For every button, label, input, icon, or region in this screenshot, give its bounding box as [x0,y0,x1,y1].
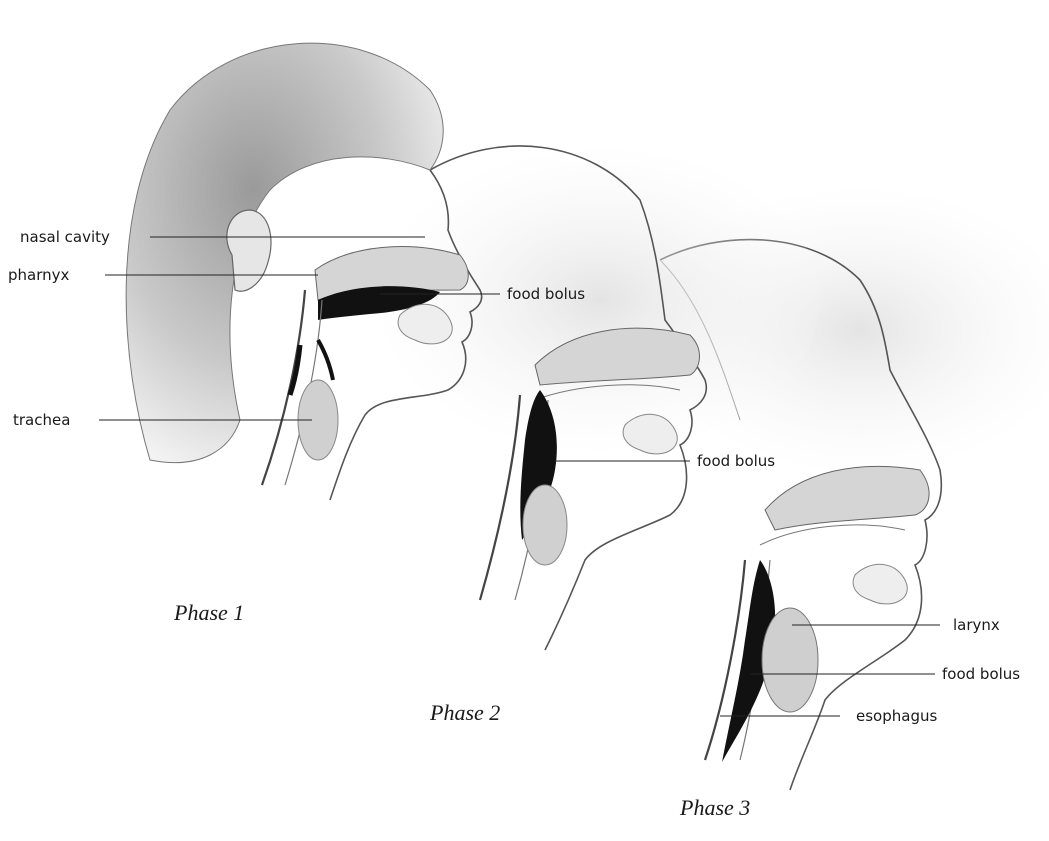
label-food-bolus-phase-2: food bolus [697,452,775,470]
label-larynx: larynx [953,616,1000,634]
label-pharynx: pharnyx [8,266,69,284]
head-phase-1 [126,43,482,500]
head-phase-2 [380,146,820,650]
label-nasal-cavity: nasal cavity [20,228,110,246]
phase-2-caption: Phase 2 [430,700,500,726]
label-food-bolus-phase-3: food bolus [942,665,1020,683]
phase-3-caption: Phase 3 [680,795,750,821]
label-food-bolus-phase-1: food bolus [507,285,585,303]
label-trachea: trachea [13,411,70,429]
phase-1-caption: Phase 1 [174,600,244,626]
label-esophagus: esophagus [856,707,937,725]
